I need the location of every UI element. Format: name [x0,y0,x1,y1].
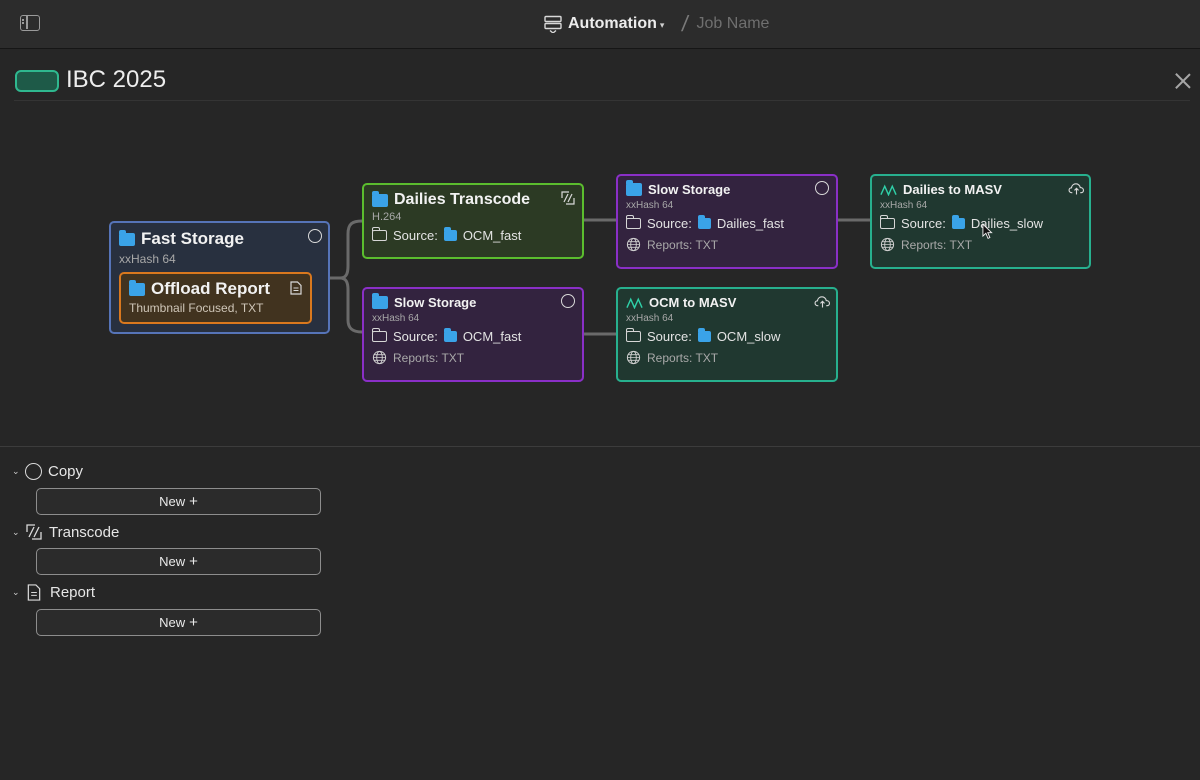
source-value: OCM_fast [462,329,522,344]
source-value: OCM_slow [716,329,781,344]
node-title: Dailies Transcode [394,191,531,208]
source-label: Source: [647,329,692,344]
source-folder-icon [626,215,641,229]
copy-ring-icon [25,462,42,480]
cloud-upload-icon [814,296,831,308]
workflow-connectors [328,218,872,336]
folder-icon [372,293,388,309]
chevron-down-icon: ⌄ [12,465,20,476]
chevron-down-icon: ⌄ [12,586,20,597]
node-title: Slow Storage [648,182,731,197]
section-report[interactable]: ⌄ Report [12,582,95,602]
plus-icon: + [189,614,198,631]
sidebar-toggle-icon[interactable] [20,15,40,31]
automation-menu[interactable]: Automation ▾ / Job Name [544,11,770,36]
node-dailies-transcode[interactable]: Dailies Transcode H.264 Source: OCM_fast [362,183,584,259]
source-value: Dailies_fast [716,216,785,231]
globe-icon [880,237,895,252]
masv-logo-icon [880,183,897,196]
copy-ring-icon [308,229,322,243]
folder-icon [951,215,965,229]
copy-ring-icon [561,294,575,308]
folder-icon [443,227,457,241]
plus-icon: + [189,493,198,510]
section-label: Report [50,583,96,601]
transcode-icon [26,524,42,540]
hash-label: xxHash 64 [372,313,420,324]
folder-icon [443,328,457,342]
section-copy[interactable]: ⌄ Copy [12,461,83,481]
title-bar: Automation ▾ / Job Name [0,0,1200,49]
globe-icon [626,237,641,252]
button-label: New [159,494,186,509]
hash-label: xxHash 64 [626,313,674,324]
new-transcode-button[interactable]: New+ [36,548,321,575]
source-value: Dailies_slow [970,216,1044,231]
document-icon [27,583,41,601]
source-folder-icon [626,328,641,342]
hash-label: xxHash 64 [880,200,928,211]
node-title: OCM to MASV [649,295,737,310]
folder-icon [372,190,388,207]
report-detail: Thumbnail Focused, TXT [129,301,264,315]
folder-icon [626,180,642,196]
node-offload-report[interactable]: Offload Report Thumbnail Focused, TXT [119,272,312,324]
reports-label: Reports: TXT [901,237,973,252]
reports-label: Reports: TXT [393,350,465,365]
section-divider [0,446,1200,447]
section-label: Copy [48,462,84,480]
section-transcode[interactable]: ⌄ Transcode [12,522,119,542]
folder-icon [697,328,711,342]
document-icon [290,281,302,295]
source-value: OCM_fast [462,228,522,243]
node-ocm-to-masv[interactable]: OCM to MASV xxHash 64 Source: OCM_slow R… [616,287,838,382]
folder-icon [697,215,711,229]
automation-icon [544,15,562,33]
folder-icon [119,229,135,246]
plus-icon: + [189,553,198,570]
new-copy-button[interactable]: New+ [36,488,321,515]
button-label: New [159,554,186,569]
masv-logo-icon [626,296,643,309]
globe-icon [372,350,387,365]
source-label: Source: [901,216,946,231]
reports-label: Reports: TXT [647,237,719,252]
source-folder-icon [880,215,895,229]
chevron-down-icon: ⌄ [12,526,20,537]
header-divider [14,100,1190,101]
source-folder-icon [372,227,387,241]
hash-label: xxHash 64 [119,252,176,266]
section-label: Transcode [49,523,120,541]
codec-label: H.264 [372,211,402,223]
globe-icon [626,350,641,365]
cloud-upload-icon [1068,183,1085,195]
job-color-swatch[interactable] [15,70,59,92]
node-dailies-to-masv[interactable]: Dailies to MASV xxHash 64 Source: Dailie… [870,174,1091,269]
source-label: Source: [393,329,438,344]
mouse-cursor-icon [982,223,993,239]
node-title: Slow Storage [394,295,477,310]
hash-label: xxHash 64 [626,200,674,211]
source-folder-icon [372,328,387,342]
node-title: Dailies to MASV [903,182,1002,197]
automation-label: Automation [568,15,657,32]
reports-label: Reports: TXT [647,350,719,365]
chevron-down-icon: ▾ [659,19,665,30]
job-name-field[interactable]: Job Name [696,15,770,32]
job-title: IBC 2025 [66,66,167,93]
node-slow-storage-bottom[interactable]: Slow Storage xxHash 64 Source: OCM_fast … [362,287,584,382]
node-title: Offload Report [151,279,270,298]
folder-icon [129,279,145,296]
node-title: Fast Storage [141,229,244,248]
button-label: New [159,615,186,630]
node-slow-storage-top[interactable]: Slow Storage xxHash 64 Source: Dailies_f… [616,174,838,269]
new-report-button[interactable]: New+ [36,609,321,636]
transcode-icon [561,191,575,205]
copy-ring-icon [815,181,829,195]
source-label: Source: [647,216,692,231]
source-label: Source: [393,228,438,243]
